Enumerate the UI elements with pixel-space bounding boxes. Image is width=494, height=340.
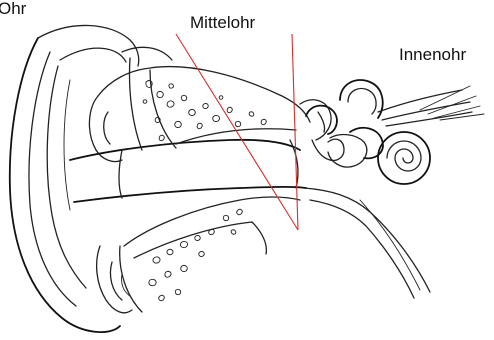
middle-ear-ossicles <box>290 100 344 188</box>
pointer-line-right <box>292 34 298 230</box>
lower-temporal-bone <box>120 197 300 312</box>
outer-ear-label: Ohr <box>0 0 26 17</box>
inner-ear-label: Innenohr <box>399 46 466 63</box>
ear-canal <box>70 140 306 202</box>
middle-ear-label: Mittelohr <box>190 14 255 31</box>
inner-ear <box>304 80 484 298</box>
upper-temporal-bone <box>98 47 310 150</box>
